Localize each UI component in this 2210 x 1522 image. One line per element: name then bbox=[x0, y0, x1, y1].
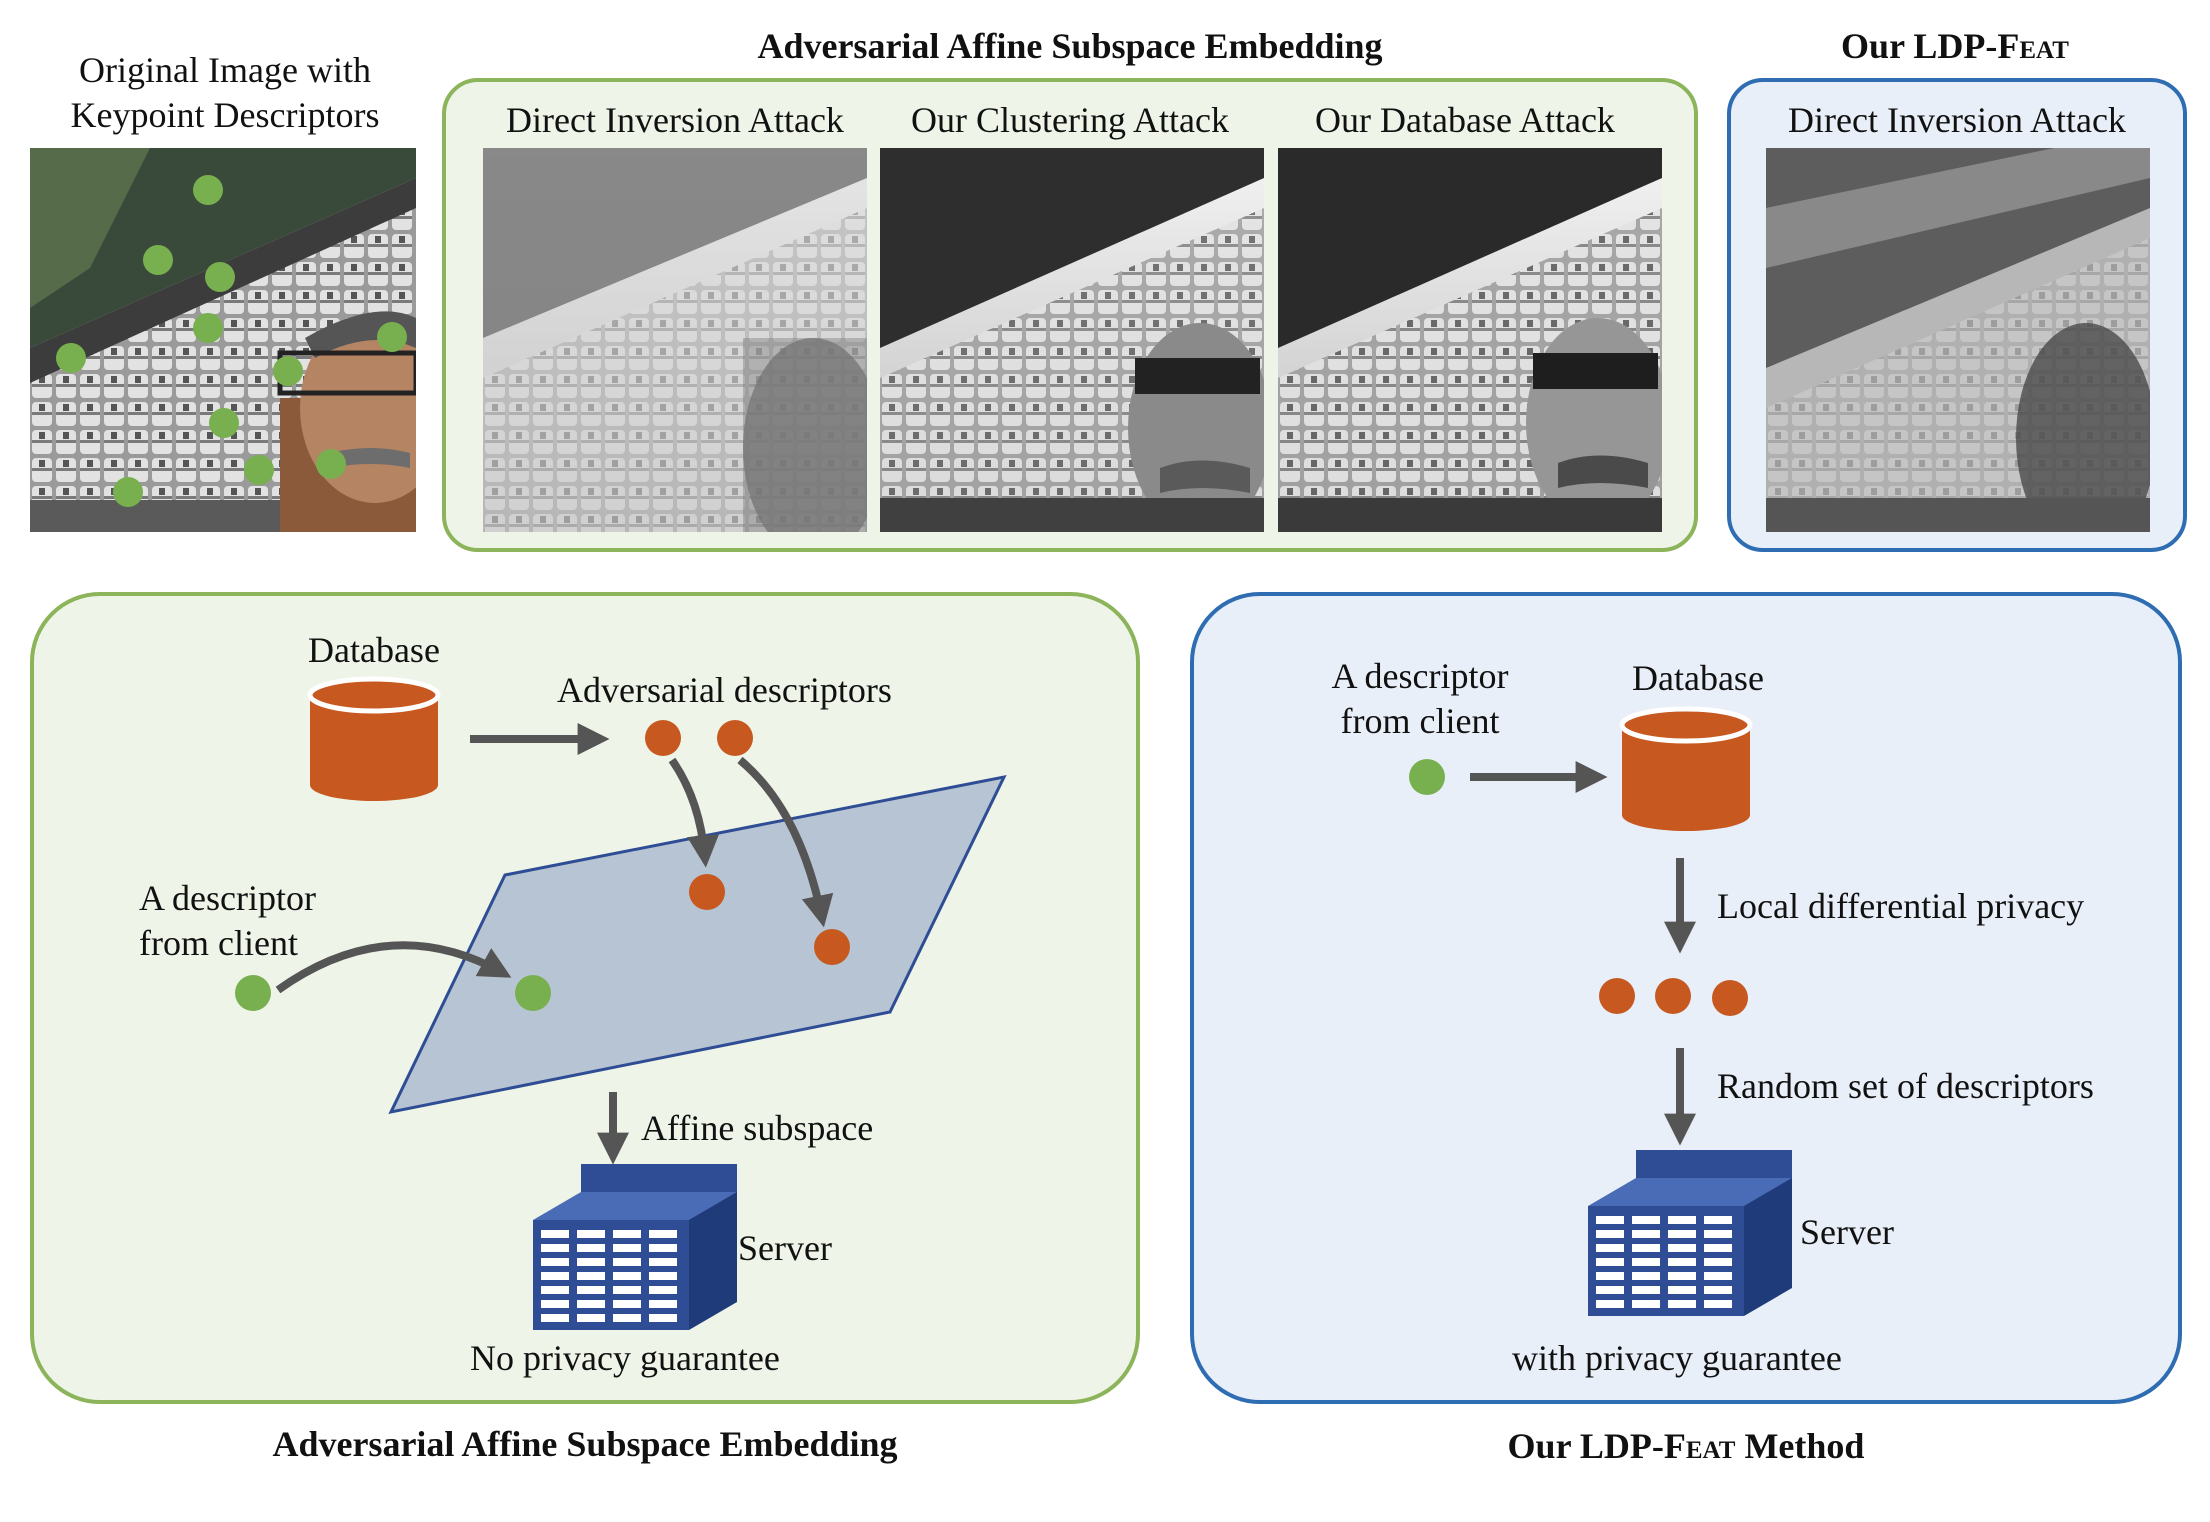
ldp-top-title-prefix: Our LDP- bbox=[1841, 26, 1998, 66]
adversarial-descriptor-dot bbox=[645, 720, 681, 756]
random-set-label: Random set of descriptors bbox=[1717, 1066, 2094, 1106]
client-descriptor-dot bbox=[235, 975, 271, 1011]
ldp-top-title: Our LDP-Feat bbox=[1725, 24, 2185, 69]
left-client-label-line2: from client bbox=[139, 923, 298, 963]
affine-subspace-label: Affine subspace bbox=[641, 1108, 874, 1148]
ldp-client-descriptor-dot bbox=[1409, 759, 1445, 795]
server-icon bbox=[533, 1164, 737, 1330]
aase-top-title: Adversarial Affine Subspace Embedding bbox=[757, 26, 1383, 66]
left-database-label: Database bbox=[308, 630, 440, 670]
keypoint bbox=[209, 408, 239, 438]
local-differential-privacy-label: Local differential privacy bbox=[1717, 886, 2085, 926]
col-clustering: Our Clustering Attack bbox=[911, 100, 1229, 140]
keypoint bbox=[377, 322, 407, 352]
left-diagram-caption: Adversarial Affine Subspace Embedding bbox=[272, 1424, 898, 1464]
ldp-top-title-feat: Feat bbox=[1997, 26, 2069, 66]
descriptor-embed-arrow-2 bbox=[737, 756, 834, 928]
keypoint bbox=[205, 262, 235, 292]
reconstruction-clustering bbox=[880, 148, 1264, 532]
original-label-line1: Original Image with bbox=[79, 50, 371, 90]
right-client-label: A descriptor from client bbox=[1310, 654, 1530, 744]
right-client-label-line2: from client bbox=[1340, 701, 1500, 741]
embedded-adversarial-dot bbox=[814, 929, 850, 965]
keypoint bbox=[143, 245, 173, 275]
right-diagram-caption: Our LDP-Feat Method bbox=[1190, 1424, 2182, 1469]
embedded-adversarial-dot bbox=[689, 874, 725, 910]
col-ldp-direct-inversion: Direct Inversion Attack bbox=[1788, 100, 2126, 140]
right-client-label-line1: A descriptor bbox=[1331, 656, 1509, 696]
right-caption-prefix: Our LDP- bbox=[1507, 1426, 1664, 1466]
original-label-line2: Keypoint Descriptors bbox=[70, 95, 380, 135]
embedded-client-dot bbox=[515, 975, 551, 1011]
reconstruction-ldp bbox=[1766, 148, 2150, 532]
no-privacy-guarantee-label: No privacy guarantee bbox=[470, 1338, 780, 1378]
adversarial-descriptors-label: Adversarial descriptors bbox=[557, 670, 892, 710]
database-icon bbox=[307, 676, 441, 801]
keypoint bbox=[193, 313, 223, 343]
reconstruction-database bbox=[1278, 148, 1662, 532]
reconstruction-direct-inversion bbox=[483, 148, 867, 532]
keypoint bbox=[316, 449, 346, 479]
keypoint bbox=[273, 356, 303, 386]
random-descriptor-dot bbox=[1712, 980, 1748, 1016]
col-direct-inversion: Direct Inversion Attack bbox=[506, 100, 844, 140]
right-caption-feat: Feat bbox=[1663, 1426, 1736, 1466]
col-database: Our Database Attack bbox=[1315, 100, 1615, 140]
left-server-label: Server bbox=[738, 1228, 832, 1268]
ldp-database-icon bbox=[1619, 706, 1753, 831]
keypoint bbox=[56, 343, 86, 373]
ldp-server-icon bbox=[1588, 1150, 1792, 1316]
left-client-label-line1: A descriptor bbox=[139, 878, 316, 918]
affine-subspace-plane bbox=[388, 774, 1007, 1115]
random-descriptor-dot bbox=[1655, 978, 1691, 1014]
random-descriptor-dot bbox=[1599, 978, 1635, 1014]
keypoint bbox=[193, 175, 223, 205]
keypoint bbox=[113, 477, 143, 507]
left-client-label: A descriptor from client bbox=[139, 876, 316, 966]
keypoint bbox=[244, 455, 274, 485]
with-privacy-guarantee-label: with privacy guarantee bbox=[1512, 1338, 1842, 1378]
adversarial-descriptor-dot bbox=[717, 720, 753, 756]
right-caption-suffix: Method bbox=[1735, 1426, 1865, 1466]
descriptor-embed-arrow-1 bbox=[668, 757, 720, 868]
client-embed-arrow bbox=[275, 941, 512, 994]
right-database-label: Database bbox=[1632, 658, 1764, 698]
right-server-label: Server bbox=[1800, 1212, 1894, 1252]
original-image-label: Original Image with Keypoint Descriptors bbox=[30, 48, 420, 138]
